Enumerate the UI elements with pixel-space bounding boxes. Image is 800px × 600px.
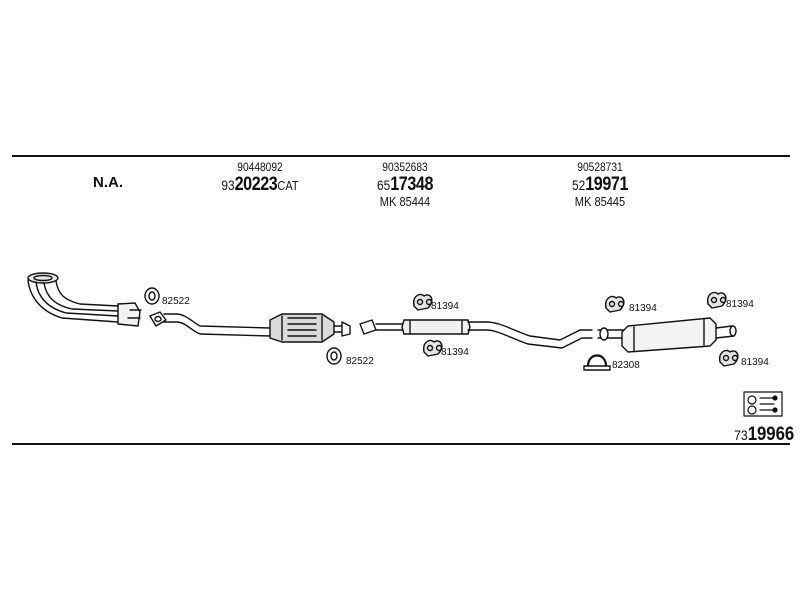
middle-mk-kit: MK 85444 xyxy=(379,194,431,209)
cat-part-suffix: CAT xyxy=(277,178,299,193)
gasket-cat-icon xyxy=(326,347,342,365)
rear-part-prefix: 52 xyxy=(571,177,586,193)
hanger-rear-2-icon xyxy=(706,291,727,309)
cat-part-prefix: 93 xyxy=(221,177,235,193)
clamp-rear-label: 82308 xyxy=(612,360,640,371)
rear-mk-kit: MK 85445 xyxy=(574,194,626,209)
rear-oe-number: 90528731 xyxy=(577,160,623,174)
hanger-rear-3-icon xyxy=(718,349,739,367)
hanger-mid-top-label: 81394 xyxy=(431,301,459,312)
middle-part-number: 6517348 xyxy=(358,175,452,195)
kit-number: 7319966 xyxy=(734,424,794,446)
kit-number-main: 19966 xyxy=(747,424,795,445)
middle-oe-number: 90352683 xyxy=(382,160,428,174)
gasket-front-label: 82522 xyxy=(162,296,190,307)
gasket-cat-label: 82522 xyxy=(346,356,374,367)
middle-part-main: 17348 xyxy=(390,174,434,195)
hanger-mid-top-icon xyxy=(412,293,433,311)
cat-oe-number: 90448092 xyxy=(237,160,283,174)
hanger-rear-1-icon xyxy=(604,295,625,313)
clamp-rear-icon xyxy=(583,354,611,371)
rear-part-main: 19971 xyxy=(585,174,629,195)
na-label: N.A. xyxy=(93,174,123,191)
mounting-kit-icon xyxy=(743,391,783,417)
middle-silencer-pipe xyxy=(359,319,593,349)
catalytic-converter xyxy=(149,311,351,343)
front-pipe xyxy=(27,272,142,327)
rear-part-number: 5219971 xyxy=(553,175,647,195)
hanger-mid-bottom-label: 81394 xyxy=(441,347,469,358)
cat-part-main: 20223 xyxy=(234,174,278,195)
top-divider xyxy=(12,155,790,157)
hanger-rear-2-label: 81394 xyxy=(726,299,754,310)
middle-part-prefix: 65 xyxy=(376,177,391,193)
bottom-divider xyxy=(12,443,790,445)
kit-number-prefix: 73 xyxy=(734,427,748,443)
hanger-rear-1-label: 81394 xyxy=(629,303,657,314)
gasket-front-icon xyxy=(144,287,160,305)
hanger-mid-bottom-icon xyxy=(422,339,443,357)
hanger-rear-3-label: 81394 xyxy=(741,357,769,368)
cat-part-number: 9320223CAT xyxy=(205,175,316,196)
rear-silencer xyxy=(597,317,737,353)
